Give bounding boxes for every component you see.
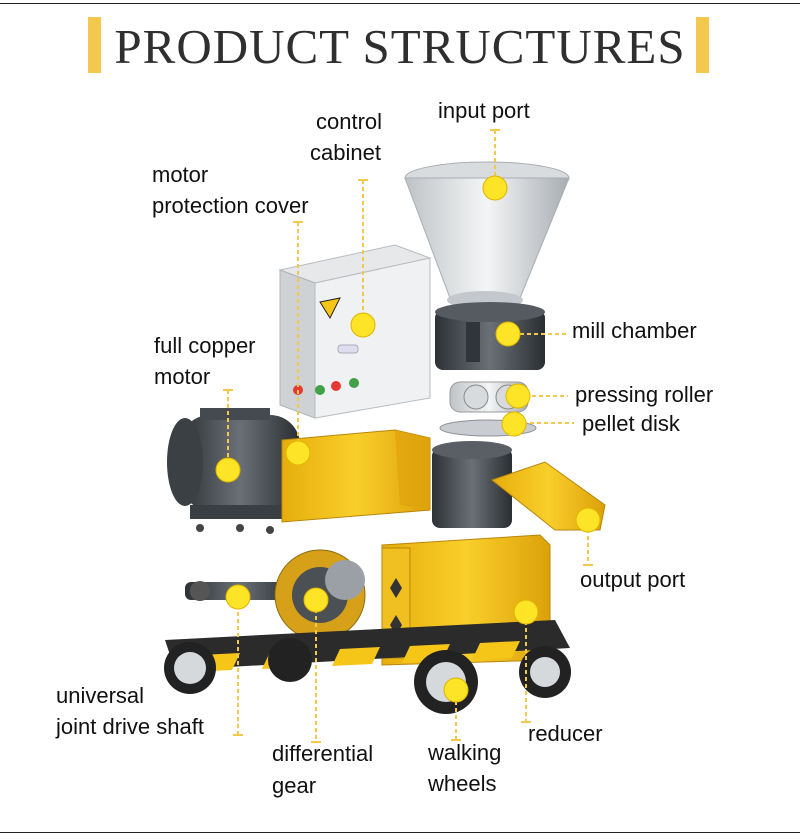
label-mill-chamber: mill chamber <box>572 318 697 343</box>
label-control-cabinet-line1: control <box>316 109 383 134</box>
motor <box>167 408 300 534</box>
label-full-copper-line2: motor <box>154 364 211 389</box>
chassis <box>165 620 570 672</box>
leader-ticks <box>223 129 593 743</box>
label-output-port: output port <box>580 567 686 592</box>
output-chute <box>490 461 606 531</box>
wheels <box>164 638 571 714</box>
label-reducer: reducer <box>528 721 603 746</box>
label-motor-cover-line2: protection cover <box>152 193 309 218</box>
label-differential-line2: gear <box>272 773 317 798</box>
label-motor-cover-line1: motor <box>152 162 209 187</box>
label-control-cabinet-line2: cabinet <box>310 140 381 165</box>
title-accent-right <box>696 17 709 73</box>
label-universal-line1: universal <box>56 683 145 708</box>
top-border <box>0 3 800 4</box>
label-full-copper-line1: full copper <box>154 333 256 358</box>
label-input-port: input port <box>438 98 530 123</box>
bottom-border <box>0 832 800 833</box>
control-cabinet <box>278 244 432 419</box>
label-differential-line1: differential <box>272 741 374 766</box>
indicator-dots <box>215 175 601 703</box>
motor-protection-cover <box>281 429 431 523</box>
lower-chamber <box>432 441 512 528</box>
label-pellet-disk: pellet disk <box>582 411 680 436</box>
label-walking-line2: wheels <box>428 771 497 796</box>
header: PRODUCT STRUCTURES <box>0 8 800 74</box>
leader-lines <box>227 130 589 742</box>
label-walking-line1: walking <box>428 740 502 765</box>
title-accent-left <box>88 17 101 73</box>
label-universal-line2: joint drive shaft <box>56 714 204 739</box>
label-pressing-roller: pressing roller <box>575 382 714 407</box>
hopper <box>404 161 570 309</box>
mill-chamber <box>435 302 545 370</box>
page-title: PRODUCT STRUCTURES <box>114 19 686 74</box>
